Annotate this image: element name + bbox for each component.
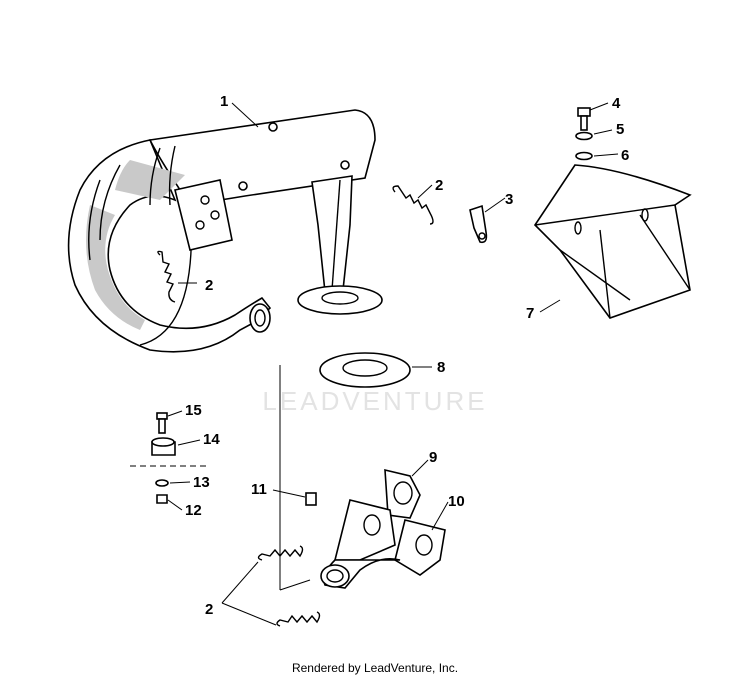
part-10-manifold[interactable] <box>320 499 446 589</box>
part-2-spring-upper[interactable] <box>392 185 434 225</box>
callout-6: 6 <box>621 147 629 164</box>
callout-2-lower: 2 <box>205 601 213 618</box>
callout-11: 11 <box>251 481 267 498</box>
callout-10: 10 <box>448 493 465 510</box>
part-11-fitting[interactable] <box>305 492 317 506</box>
callout-3: 3 <box>505 191 513 208</box>
watermark-text: LEADVENTURE <box>262 386 487 416</box>
part-13-washer[interactable] <box>155 479 169 487</box>
callout-7: 7 <box>526 305 534 322</box>
callout-4: 4 <box>612 95 621 112</box>
part-2-spring-left[interactable] <box>157 250 176 303</box>
callout-9: 9 <box>429 449 437 466</box>
part-12-nut[interactable] <box>156 494 168 504</box>
leader-lines <box>167 102 619 626</box>
callout-5: 5 <box>616 121 624 138</box>
part-6-washer[interactable] <box>575 151 593 161</box>
part-5-washer[interactable] <box>575 131 593 141</box>
part-4-bolt[interactable] <box>577 107 591 131</box>
part-3-clip[interactable] <box>469 204 488 244</box>
callout-8: 8 <box>437 359 445 376</box>
callout-13: 13 <box>193 474 210 491</box>
part-14-rubber-mount[interactable] <box>151 437 176 456</box>
callout-labels: 1 2 2 2 3 4 5 6 7 8 9 10 11 12 13 14 15 <box>185 93 629 618</box>
callout-14: 14 <box>203 431 220 448</box>
part-15-bolt[interactable] <box>156 412 168 434</box>
callout-2-upper: 2 <box>435 177 443 194</box>
part-2-spring-lower-a[interactable] <box>257 545 304 561</box>
footer-credit: Rendered by LeadVenture, Inc. <box>291 661 459 675</box>
watermark: LEADVENTURE <box>262 386 487 416</box>
part-8-grommet[interactable] <box>319 352 411 388</box>
callout-12: 12 <box>185 502 202 519</box>
part-2-spring-lower-b[interactable] <box>276 611 321 627</box>
part-7-heat-shield[interactable] <box>533 164 692 319</box>
part-9-gasket[interactable] <box>384 468 421 519</box>
callout-2-left: 2 <box>205 277 213 294</box>
callout-15: 15 <box>185 402 202 419</box>
part-1-muffler[interactable] <box>67 109 383 353</box>
callout-1: 1 <box>220 93 228 110</box>
